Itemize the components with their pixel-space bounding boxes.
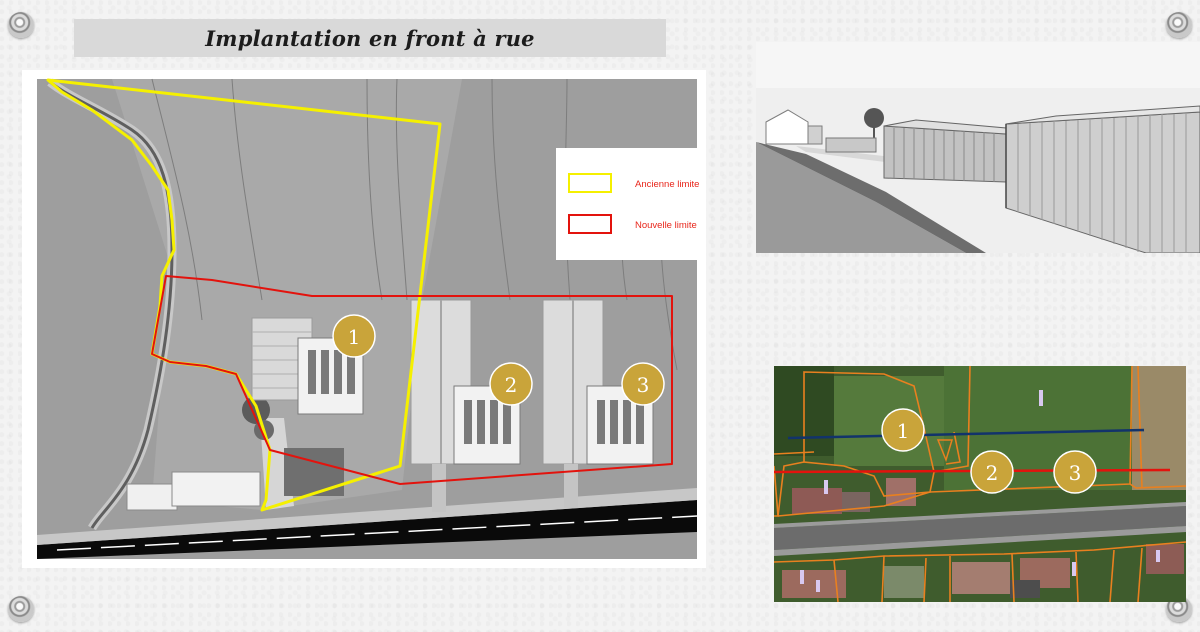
aerial-lot-badge-3: 3 <box>1053 450 1097 494</box>
house-roof <box>842 492 870 512</box>
aerial-cadastral-map: 1 2 3 <box>774 366 1186 602</box>
embankment-edge <box>756 142 986 253</box>
site-plan-badges: 1 2 3 <box>332 314 665 406</box>
aerial-lot-badge-1: 1 <box>881 408 925 452</box>
legend-swatch-new-limit <box>568 214 612 234</box>
tree <box>864 108 884 128</box>
legend-label-new-limit: Nouvelle limite <box>635 220 697 231</box>
legend: Ancienne limite Nouvelle limite <box>556 148 706 260</box>
legend-swatch-old-limit <box>568 173 612 193</box>
blue-alignment-line <box>787 428 1145 440</box>
building-middle <box>883 125 1007 183</box>
house-annex <box>807 125 823 145</box>
slide-title: Implantation en front à rue <box>205 25 535 51</box>
embankment <box>756 142 966 253</box>
aerial-drawing: 1 2 3 <box>774 366 1186 602</box>
road-marking <box>56 515 698 551</box>
lot-number: 2 <box>986 461 999 485</box>
solar-panels <box>308 350 355 394</box>
street-sidewalk <box>774 502 1186 528</box>
road <box>37 500 697 559</box>
house-roof <box>952 562 1010 594</box>
site-plan: Ancienne limite Nouvelle limite 1 2 3 <box>22 70 706 568</box>
marker-triangle <box>936 439 954 463</box>
pin-icon <box>8 12 34 38</box>
pin-icon <box>1166 12 1192 38</box>
new-limit-outline <box>151 275 673 485</box>
solar-panels <box>597 400 644 444</box>
building-right-roof <box>1005 105 1200 125</box>
aerial-lot-badge-2: 2 <box>970 450 1014 494</box>
field-area <box>112 79 462 510</box>
facade-slats <box>893 128 995 182</box>
lot-badge-1: 1 <box>332 314 376 358</box>
solar-panels <box>464 400 511 444</box>
lot-number: 1 <box>348 325 361 349</box>
house-roof <box>792 488 842 514</box>
lot-badge-3: 3 <box>621 362 665 406</box>
title-bar: Implantation en front à rue <box>74 19 666 57</box>
house-roof <box>886 478 916 506</box>
street <box>774 506 1186 550</box>
sky <box>756 42 1200 88</box>
existing-building <box>171 471 261 507</box>
lot-number: 2 <box>505 373 518 397</box>
street-sidewalk <box>774 526 1186 556</box>
driveway-3 <box>564 464 578 508</box>
garage <box>1010 580 1040 598</box>
cadastral-parcels <box>774 366 1186 602</box>
sidewalk <box>37 488 697 545</box>
legend-label-old-limit: Ancienne limite <box>635 179 700 190</box>
driveway-2 <box>432 464 446 512</box>
render-drawing <box>756 42 1200 253</box>
pin-icon <box>8 596 34 622</box>
garden <box>884 566 924 598</box>
parcel-markers <box>800 390 1160 592</box>
lot-number: 1 <box>897 419 910 443</box>
render-3d-view <box>756 42 1200 253</box>
facade-slats <box>1017 113 1187 253</box>
lot-number: 3 <box>1069 461 1082 485</box>
lot-badge-2: 2 <box>489 362 533 406</box>
low-building <box>825 137 877 153</box>
lot-number: 3 <box>637 373 650 397</box>
house-roof <box>1146 544 1184 574</box>
